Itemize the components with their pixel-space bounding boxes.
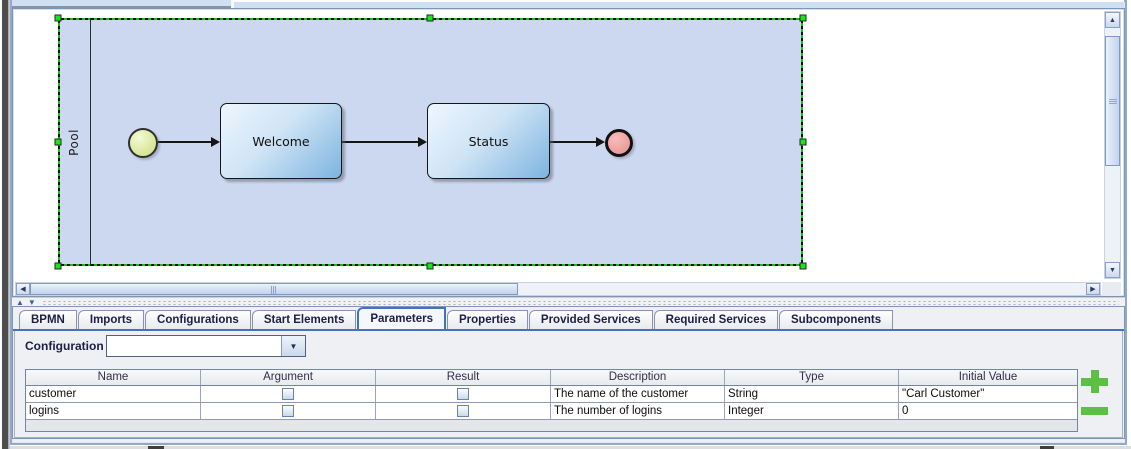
tab-provided-services[interactable]: Provided Services — [528, 310, 653, 330]
editor-tab-divider — [231, 0, 234, 8]
pool-lane-separator — [90, 18, 91, 266]
horizontal-scrollbar[interactable]: ◀ ▶ — [15, 282, 1101, 296]
task-label: Welcome — [252, 133, 310, 149]
scrollbar-corner — [1102, 282, 1121, 296]
selection-handle-mid-right[interactable] — [799, 138, 807, 146]
cell-initial-value[interactable]: "Carl Customer" — [902, 388, 985, 400]
vertical-scrollbar[interactable]: ▲ ▼ — [1104, 11, 1121, 279]
tab-parameters[interactable]: Parameters — [357, 307, 447, 330]
panel-tabbar: BPMN Imports Configurations Start Elemen… — [19, 307, 894, 330]
cell-name[interactable]: customer — [26, 386, 201, 402]
cell-type[interactable]: Integer — [725, 403, 899, 419]
argument-checkbox[interactable] — [282, 388, 294, 400]
collapse-down-icon[interactable]: ▼ — [27, 297, 36, 307]
end-event-circle[interactable] — [605, 129, 633, 157]
table-row: logins The number of logins Integer 0 — [26, 403, 1077, 420]
lower-window-sliver — [10, 446, 1131, 449]
window-edge-strip — [0, 0, 10, 449]
sequence-flow-arrow[interactable] — [342, 137, 427, 147]
lower-window-mark — [148, 446, 164, 449]
result-checkbox[interactable] — [457, 388, 469, 400]
column-header-type[interactable]: Type — [725, 370, 899, 385]
selection-handle-top-left[interactable] — [54, 14, 62, 22]
tab-subcomponents[interactable]: Subcomponents — [779, 310, 894, 330]
selection-handle-mid-left[interactable] — [54, 138, 62, 146]
parameters-table: Name Argument Result Description Type In… — [25, 369, 1078, 432]
configuration-combobox[interactable]: ▼ — [106, 335, 306, 357]
scroll-down-icon[interactable]: ▼ — [1105, 262, 1120, 278]
editor-tabbar-partial — [234, 0, 1124, 8]
configuration-label: Configuration — [25, 339, 104, 353]
tab-underline — [13, 329, 1124, 331]
table-empty-area — [26, 420, 1077, 431]
scroll-right-icon[interactable]: ▶ — [1086, 283, 1100, 295]
tab-configurations[interactable]: Configurations — [145, 310, 251, 330]
collapse-up-icon[interactable]: ▲ — [16, 297, 24, 307]
tab-bpmn[interactable]: BPMN — [19, 310, 77, 330]
task-label: Status — [468, 133, 509, 149]
lower-window-mark — [1040, 446, 1054, 449]
selection-handle-bottom-left[interactable] — [54, 262, 62, 270]
tab-required-services[interactable]: Required Services — [653, 310, 778, 330]
cell-description[interactable]: The number of logins — [551, 403, 725, 419]
column-header-initial-value[interactable]: Initial Value — [958, 371, 1018, 383]
editor-tab-partial[interactable] — [12, 0, 231, 8]
cell-description[interactable]: The name of the customer — [551, 386, 725, 402]
add-parameter-button[interactable] — [1081, 370, 1108, 393]
cell-name[interactable]: logins — [26, 403, 201, 419]
tab-start-elements[interactable]: Start Elements — [251, 310, 357, 330]
pool-label-band[interactable]: Pool — [58, 18, 90, 266]
tab-imports[interactable]: Imports — [77, 310, 145, 330]
sequence-flow-arrow[interactable] — [550, 137, 605, 147]
cell-initial-value[interactable]: 0 — [902, 405, 909, 417]
task-status[interactable]: Status — [427, 103, 550, 179]
start-event-circle[interactable] — [128, 128, 158, 158]
combobox-dropdown-icon[interactable]: ▼ — [281, 336, 305, 356]
cell-result — [376, 403, 551, 419]
column-header-name[interactable]: Name — [26, 370, 201, 385]
scroll-up-icon[interactable]: ▲ — [1105, 12, 1120, 28]
tab-properties[interactable]: Properties — [447, 310, 528, 330]
splitter-grip[interactable] — [41, 299, 1119, 305]
sequence-flow-arrow[interactable] — [158, 137, 220, 147]
pane-splitter[interactable]: ▲ ▼ — [12, 297, 1125, 307]
pool-label: Pool — [67, 128, 81, 156]
vertical-scrollbar-thumb[interactable] — [1105, 36, 1120, 166]
task-welcome[interactable]: Welcome — [220, 103, 342, 179]
column-header-description[interactable]: Description — [551, 370, 725, 385]
remove-parameter-button[interactable] — [1081, 407, 1108, 415]
table-row: customer The name of the customer String… — [26, 386, 1077, 403]
column-header-argument[interactable]: Argument — [201, 370, 376, 385]
argument-checkbox[interactable] — [282, 405, 294, 417]
selection-handle-bottom-right[interactable] — [799, 262, 807, 270]
result-checkbox[interactable] — [457, 405, 469, 417]
cell-argument — [201, 403, 376, 419]
configuration-value — [107, 336, 281, 356]
selection-handle-top-center[interactable] — [426, 14, 434, 22]
column-header-result[interactable]: Result — [376, 370, 551, 385]
selection-handle-bottom-center[interactable] — [426, 262, 434, 270]
diagram-canvas[interactable]: Pool Welcome Status ▲ ▼ ◀ ▶ — [12, 8, 1125, 297]
cell-argument — [201, 386, 376, 402]
table-header-row: Name Argument Result Description Type In… — [26, 370, 1077, 386]
cell-result — [376, 386, 551, 402]
scroll-left-icon[interactable]: ◀ — [16, 283, 30, 295]
selection-handle-top-right[interactable] — [799, 14, 807, 22]
horizontal-scrollbar-thumb[interactable] — [30, 283, 518, 295]
cell-type[interactable]: String — [725, 386, 899, 402]
